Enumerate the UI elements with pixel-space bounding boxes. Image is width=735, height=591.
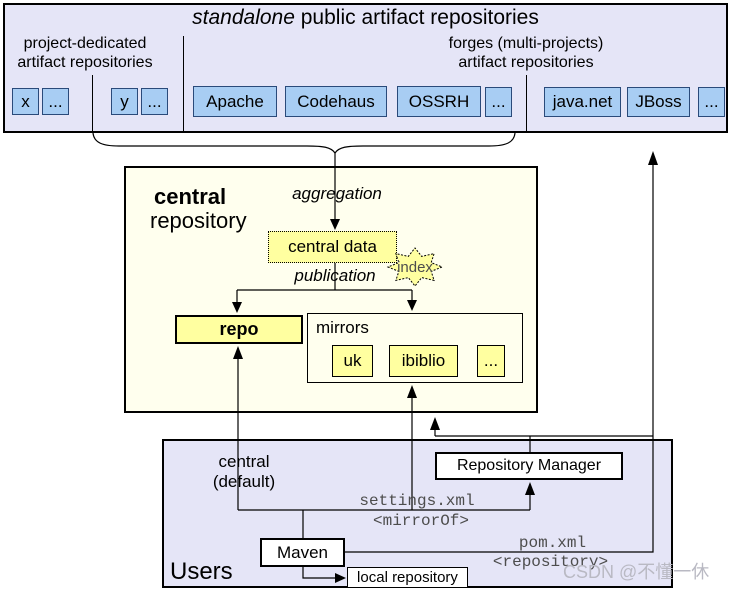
repo-box-dots-3: ... (485, 87, 512, 117)
standalone-fetch-arrowhead-icon (648, 151, 658, 165)
divider-forges-groups (526, 75, 527, 132)
mirror-box-uk: uk (332, 345, 373, 377)
repository-manager-arrowhead-icon (525, 482, 535, 495)
mirrors-up-arrowhead-icon (407, 385, 417, 398)
repo-box-javanet: java.net (544, 87, 621, 117)
mirrorof-label: <mirrorOf> (372, 512, 469, 530)
standalone-title: standalone public artifact repositories (103, 6, 628, 31)
repo-box-ossrh: OSSRH (397, 86, 481, 117)
standalone-title-rest: public artifact repositories (294, 6, 539, 29)
repo-box-dots-1: ... (42, 88, 69, 115)
repo-box-apache: Apache (193, 86, 277, 117)
repo-box-codehaus: Codehaus (285, 86, 387, 117)
central-repository-title-line1: central (154, 184, 227, 209)
central-data-box: central data (268, 231, 397, 263)
brace-connector (92, 132, 516, 155)
publication-connector (236, 263, 413, 303)
mirror-box-dots: ... (477, 345, 505, 377)
repo-box-x: x (12, 88, 39, 115)
repository-manager-box: Repository Manager (435, 452, 623, 480)
central-fetch-arrowhead-icon (430, 417, 440, 430)
local-repository-line (302, 567, 336, 579)
aggregation-label: aggregation (292, 184, 382, 203)
publication-label: publication (294, 266, 376, 285)
repository-tag-label: <repository> (492, 553, 609, 571)
forges-label: forges (multi-projects) artifact reposit… (448, 35, 604, 71)
repo-box-dots-2: ... (141, 88, 168, 115)
standalone-title-italic: standalone (192, 6, 295, 29)
central-repository-title-line2: repository (150, 208, 247, 233)
repo-box-jboss: JBoss (627, 87, 690, 117)
publication-mirrors-arrowhead-icon (407, 300, 417, 311)
aggregation-arrowhead-icon (330, 219, 340, 230)
project-dedicated-label: project-dedicated artifact repositories (17, 35, 153, 71)
settings-xml-label: settings.xml (359, 492, 475, 510)
repo-up-arrowhead-icon (233, 346, 243, 359)
repo-box-y: y (111, 88, 138, 115)
mirrors-label: mirrors (316, 318, 369, 337)
repo-box-dots-4: ... (698, 87, 725, 117)
index-label: index (397, 259, 433, 276)
junction-line (434, 430, 653, 437)
pom-connector (345, 436, 654, 553)
index-star-shape (386, 247, 444, 287)
mirror-box-ibiblio: ibiblio (389, 345, 458, 377)
local-repository-arrowhead-icon (335, 573, 346, 583)
divider-project-groups (92, 75, 93, 132)
publication-repo-arrowhead-icon (232, 302, 242, 313)
index-starburst (386, 247, 444, 287)
pom-xml-label: pom.xml (518, 534, 587, 552)
local-repository-box: local repository (347, 567, 468, 588)
central-default-label: central (default) (212, 452, 276, 492)
users-title: Users (170, 558, 233, 585)
divider-project-forges (183, 36, 184, 132)
repo-box: repo (175, 315, 303, 344)
watermark: CSDN @不懂一休 (563, 562, 710, 582)
maven-box: Maven (260, 538, 345, 567)
